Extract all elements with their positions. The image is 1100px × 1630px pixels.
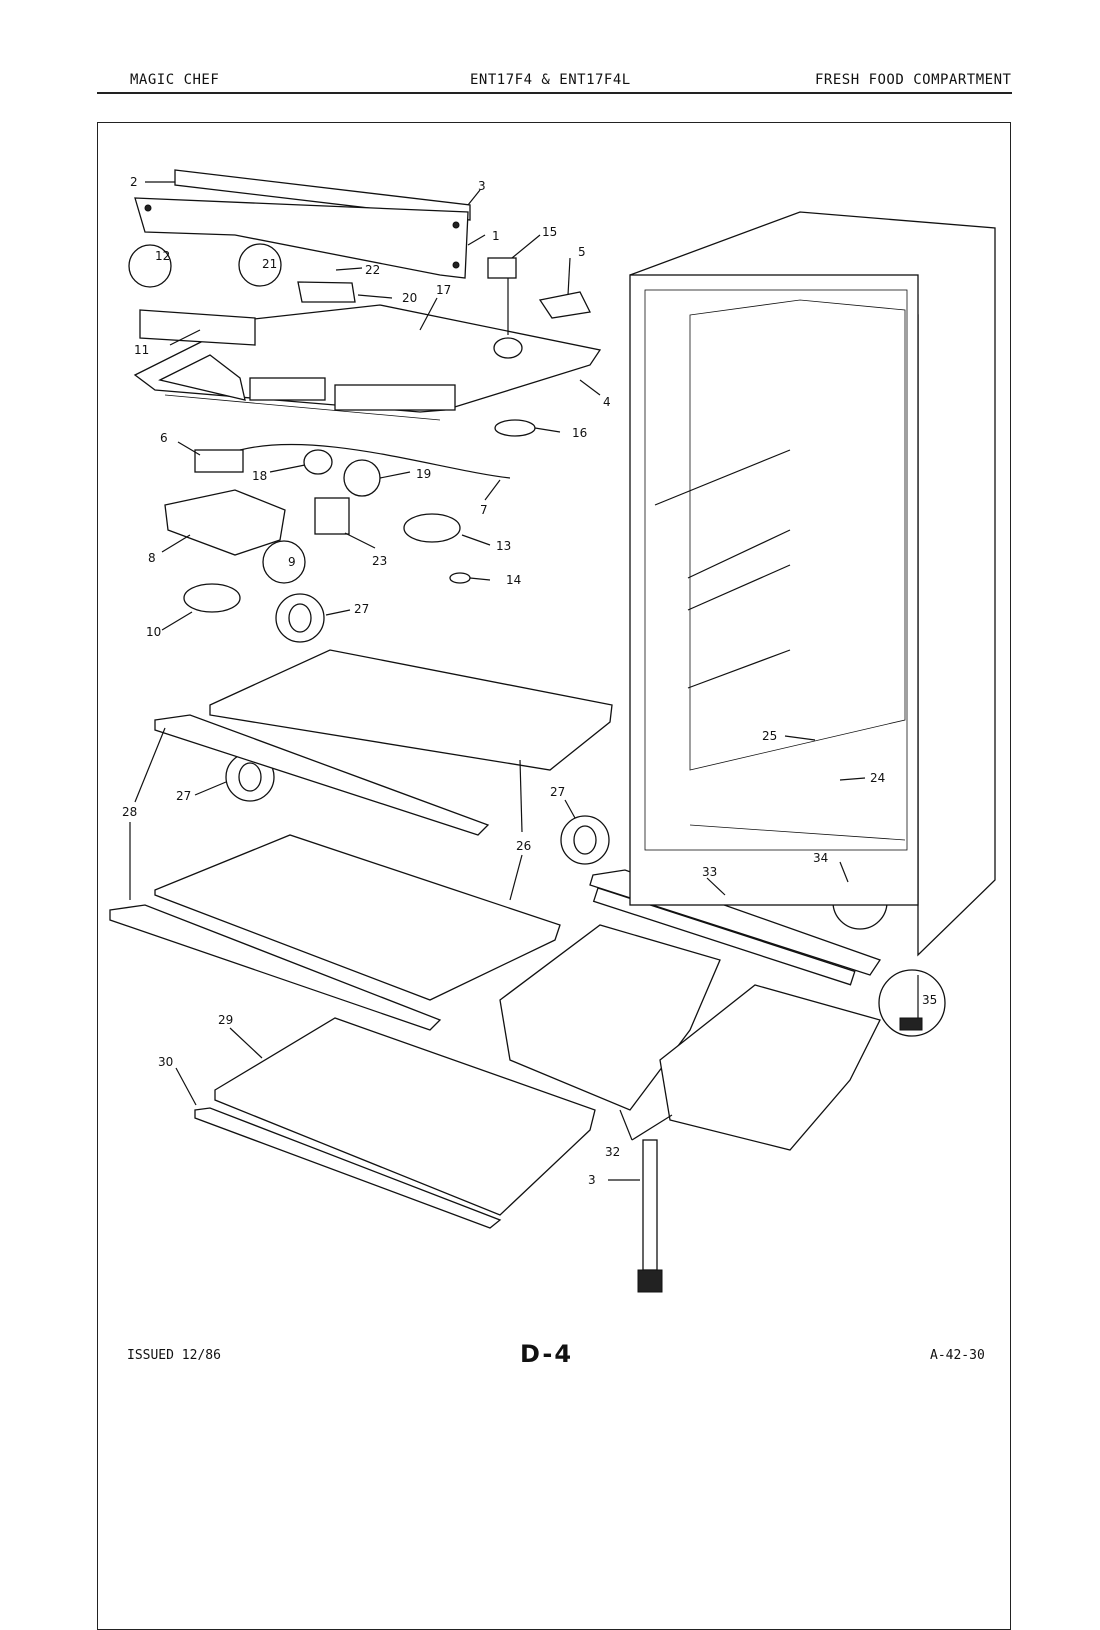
callout-5: 5 [578, 245, 586, 259]
callout-35: 35 [922, 993, 937, 1007]
callout-6: 6 [160, 431, 168, 445]
callout-29: 29 [218, 1013, 233, 1027]
brand-label: MAGIC CHEF [130, 72, 220, 88]
page-number: D-4 [520, 1340, 574, 1368]
callout-7: 7 [480, 503, 488, 517]
callout-19: 19 [416, 467, 431, 481]
callout-22: 22 [365, 263, 380, 277]
section-title: FRESH FOOD COMPARTMENT [815, 72, 1012, 88]
callout-9: 9 [288, 555, 296, 569]
document-code: A-42-30 [930, 1348, 985, 1363]
crisper-drawers [499, 869, 882, 1151]
callout-16: 16 [572, 426, 587, 440]
callout-27-top: 27 [354, 602, 369, 616]
header-rule [97, 92, 1012, 94]
model-numbers: ENT17F4 & ENT17F4L [470, 72, 631, 88]
callout-10: 10 [146, 625, 161, 639]
issued-date: ISSUED 12/86 [127, 1348, 221, 1363]
callout-3: 3 [478, 179, 486, 193]
callout-11: 11 [134, 343, 149, 357]
callout-17: 17 [436, 283, 451, 297]
control-bracket [134, 169, 471, 279]
callout-3-leg: 3 [588, 1173, 596, 1187]
callout-26: 26 [516, 839, 531, 853]
callout-33: 33 [702, 865, 717, 879]
callout-20: 20 [402, 291, 417, 305]
callout-27-right: 27 [550, 785, 565, 799]
callout-27-mid: 27 [176, 789, 191, 803]
callout-labels: 2 3 1 15 5 17 22 20 12 21 4 16 11 6 18 1… [122, 175, 937, 1187]
callout-2: 2 [130, 175, 138, 189]
callout-8: 8 [148, 551, 156, 565]
callout-4: 4 [603, 395, 611, 409]
callout-23: 23 [372, 554, 387, 568]
callout-13: 13 [496, 539, 511, 553]
leader-lines [129, 181, 866, 1181]
callout-34: 34 [813, 851, 828, 865]
callout-12: 12 [155, 249, 170, 263]
callout-18: 18 [252, 469, 267, 483]
callout-21: 21 [262, 257, 277, 271]
exploded-parts-diagram: 2 3 1 15 5 17 22 20 12 21 4 16 11 6 18 1… [109, 169, 996, 1293]
callout-25: 25 [762, 729, 777, 743]
callout-15: 15 [542, 225, 557, 239]
callout-1: 1 [492, 229, 500, 243]
wire-shelves [109, 649, 613, 1031]
refrigerator-cabinet [629, 211, 996, 957]
callout-30: 30 [158, 1055, 173, 1069]
leveling-leg [637, 1139, 663, 1293]
callout-28: 28 [122, 805, 137, 819]
callout-32: 32 [605, 1145, 620, 1159]
glass-shelf [194, 1017, 596, 1229]
callout-14: 14 [506, 573, 521, 587]
callout-24: 24 [870, 771, 885, 785]
small-parts [139, 257, 591, 613]
